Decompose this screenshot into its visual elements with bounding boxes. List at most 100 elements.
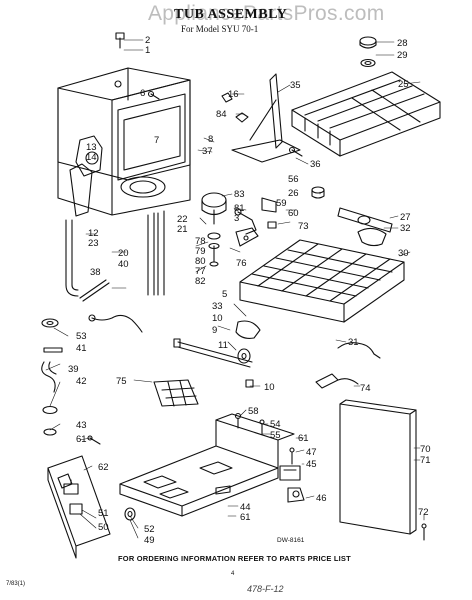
callout: 75 <box>116 376 127 387</box>
callout: 25 <box>398 79 409 90</box>
part-28-cap <box>359 36 377 49</box>
part-42-clip <box>42 405 58 415</box>
watermark-text: AppliancePartsPros.com <box>148 2 385 25</box>
callout: 21 <box>177 224 188 235</box>
page-title: TUB ASSEMBLY <box>174 7 288 22</box>
callout: 43 <box>76 420 87 431</box>
part-56-fitting <box>261 186 325 213</box>
part-70-panel <box>339 399 417 535</box>
part-54-screw <box>259 419 265 435</box>
callout: 61 <box>298 433 309 444</box>
callout: 40 <box>118 259 129 270</box>
part-33-bracket <box>235 320 261 339</box>
part-31-cord <box>337 342 381 359</box>
part-29-washer <box>360 58 376 68</box>
callout: 61 <box>240 512 251 523</box>
callout: 47 <box>306 447 317 458</box>
callout: 38 <box>90 267 101 278</box>
part-25-upper-rack <box>291 71 441 157</box>
callout: 49 <box>144 535 155 546</box>
callout: 28 <box>397 38 408 49</box>
callout: 11 <box>218 340 228 351</box>
part-58-screw <box>234 412 242 429</box>
callout: 50 <box>98 522 109 533</box>
callout: 82 <box>195 276 206 287</box>
part-74-plug <box>315 373 359 389</box>
callout: 36 <box>310 159 321 170</box>
callout: 59 <box>276 198 287 209</box>
callout: 52 <box>144 524 155 535</box>
callout: 30 <box>398 248 409 259</box>
part-27-spray-arm <box>337 207 393 233</box>
part-50-switch <box>69 503 83 515</box>
callout: 16 <box>228 89 239 100</box>
callout: 10 <box>264 382 275 393</box>
callout: 31 <box>348 337 359 348</box>
part-46-valve <box>287 487 305 503</box>
callout: 8 <box>208 134 213 145</box>
callout: 41 <box>76 343 87 354</box>
callout: 7 <box>154 135 159 146</box>
callout: 32 <box>400 223 411 234</box>
drawing-code: DW-8161 <box>277 537 305 544</box>
part-45-bracket <box>279 465 301 481</box>
callout: 9 <box>212 325 217 336</box>
callout: 5 <box>222 289 227 300</box>
part-51-switch <box>63 479 79 495</box>
callout: 61 <box>76 434 87 445</box>
part-83-pump <box>201 192 227 225</box>
callout: 3 <box>234 213 239 224</box>
callout: 58 <box>248 406 259 417</box>
callout: 27 <box>400 212 411 223</box>
callout: 10 <box>212 313 223 324</box>
callout: 22 <box>177 214 188 225</box>
part-6-screw <box>147 90 160 100</box>
callout-labels: 2 1 28 29 25 35 16 84 6 8 37 13 14 36 56… <box>68 35 431 546</box>
callout: 83 <box>234 189 245 200</box>
callout: 14 <box>86 152 97 163</box>
part-76-arm <box>235 227 259 247</box>
callout: 1 <box>145 45 150 56</box>
part-40-wire <box>88 314 143 333</box>
model-subtitle: For Model SYU 70-1 <box>181 24 259 34</box>
part-10-stop <box>245 379 254 388</box>
part-32-hub <box>357 227 387 247</box>
callout: 44 <box>240 502 251 513</box>
callout: 74 <box>360 383 371 394</box>
callout: 35 <box>290 80 301 91</box>
callout: 54 <box>270 419 281 430</box>
callout: 62 <box>98 462 109 473</box>
part-44-bracket <box>215 485 231 495</box>
part-72-screw <box>421 523 427 541</box>
part-73-clip <box>267 221 277 229</box>
part-20-strip <box>147 210 165 296</box>
callout: 56 <box>288 174 299 185</box>
part-81-arm <box>234 208 257 235</box>
part-35-bracket <box>231 73 301 163</box>
callout: 51 <box>98 508 109 519</box>
callout: 42 <box>76 376 87 387</box>
callout: 71 <box>420 455 431 466</box>
callout: 72 <box>418 507 429 518</box>
callout: 6 <box>140 88 145 99</box>
callout: 78 <box>195 236 206 247</box>
callout: 23 <box>88 238 99 249</box>
part-12-pipe <box>65 219 79 297</box>
callout: 39 <box>68 364 79 375</box>
part-43-clamp <box>43 428 57 436</box>
tub-body <box>57 67 191 216</box>
ordering-note: FOR ORDERING INFORMATION REFER TO PARTS … <box>118 554 351 563</box>
base-frame <box>119 413 295 517</box>
part-13-bracket <box>69 163 93 217</box>
callout: 77 <box>195 266 206 277</box>
part-75-basket <box>153 379 199 407</box>
corner-mark: 7/83(1) <box>6 581 26 587</box>
part-2-screw <box>115 32 125 49</box>
callout: 20 <box>118 248 129 259</box>
callout: 79 <box>195 246 206 257</box>
callout: 70 <box>420 444 431 455</box>
callout: 73 <box>298 221 309 232</box>
callout: 81 <box>234 203 245 214</box>
callout: 13 <box>86 142 97 153</box>
